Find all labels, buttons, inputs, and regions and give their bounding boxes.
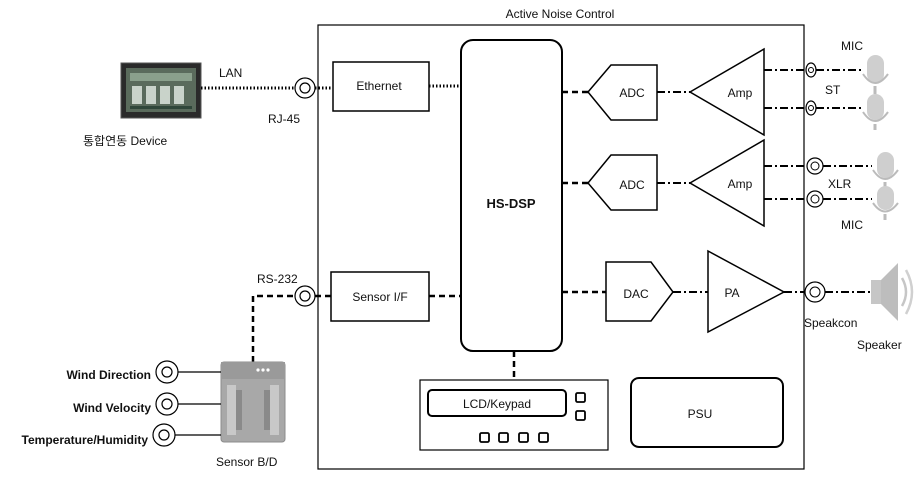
wind-velocity-connector-icon bbox=[155, 392, 179, 416]
pa-label: PA bbox=[724, 286, 739, 300]
sensor-bd-label: Sensor B/D bbox=[216, 455, 278, 469]
speakcon-label: Speakcon bbox=[804, 316, 857, 330]
keypad-button-side-2 bbox=[575, 410, 586, 421]
speaker-icon bbox=[871, 263, 914, 321]
adc1-label: ADC bbox=[619, 86, 645, 100]
hs-dsp-label: HS-DSP bbox=[486, 196, 535, 211]
amp1-label: Amp bbox=[728, 86, 753, 100]
mic-icon-1 bbox=[862, 55, 889, 94]
speakcon-connector-icon bbox=[804, 281, 826, 303]
rs232-connector-icon bbox=[294, 285, 316, 307]
amp2-label: Amp bbox=[728, 177, 753, 191]
sensor-if-block bbox=[330, 271, 430, 322]
anc-enclosure bbox=[317, 24, 805, 470]
mic-st-connector-1-icon bbox=[805, 62, 817, 78]
pa-block bbox=[707, 249, 786, 334]
wind-direction-connector-icon bbox=[155, 360, 179, 384]
lcd-keypad-label: LCD/Keypad bbox=[463, 397, 531, 411]
anc-title: Active Noise Control bbox=[506, 7, 615, 21]
xlr-label: XLR bbox=[828, 177, 852, 191]
keypad-button-1 bbox=[479, 432, 490, 443]
temp-humidity-label: Temperature/Humidity bbox=[22, 433, 149, 447]
rj45-connector-icon bbox=[294, 77, 316, 99]
mic-bottom-label: MIC bbox=[841, 218, 863, 232]
sensor-board-rs232-line bbox=[251, 294, 295, 362]
dac-block bbox=[605, 261, 674, 322]
dac-label: DAC bbox=[623, 287, 649, 301]
xlr-connector-2-icon bbox=[806, 190, 824, 208]
speaker-label: Speaker bbox=[857, 338, 902, 352]
hs-dsp-block bbox=[460, 39, 563, 352]
integrated-device-icon bbox=[120, 62, 202, 119]
rs232-label: RS-232 bbox=[257, 272, 298, 286]
rj45-label: RJ-45 bbox=[268, 112, 300, 126]
ethernet-label: Ethernet bbox=[356, 79, 402, 93]
mic-st-connector-2-icon bbox=[805, 100, 817, 116]
lcd-display bbox=[427, 389, 567, 417]
keypad-button-4 bbox=[538, 432, 549, 443]
keypad-button-side-1 bbox=[575, 392, 586, 403]
lan-label: LAN bbox=[219, 66, 242, 80]
amp1-block bbox=[688, 47, 765, 137]
mic-icon-4 bbox=[872, 186, 899, 220]
sensor-if-label: Sensor I/F bbox=[352, 290, 407, 304]
mic-top-label: MIC bbox=[841, 39, 863, 53]
psu-label: PSU bbox=[688, 407, 713, 421]
wind-direction-label: Wind Direction bbox=[66, 368, 151, 382]
keypad-button-3 bbox=[518, 432, 529, 443]
mic-icon-2 bbox=[862, 94, 889, 130]
wind-velocity-label: Wind Velocity bbox=[73, 401, 151, 415]
sensor-board-icon bbox=[220, 361, 286, 443]
temp-humidity-connector-icon bbox=[152, 423, 176, 447]
amp2-block bbox=[688, 138, 765, 228]
adc2-label: ADC bbox=[619, 178, 645, 192]
keypad-button-2 bbox=[498, 432, 509, 443]
xlr-connector-1-icon bbox=[806, 157, 824, 175]
st-label: ST bbox=[825, 83, 841, 97]
psu-block bbox=[630, 377, 784, 448]
mic-icon-3 bbox=[872, 152, 899, 188]
device-label: 통합연동 Device bbox=[83, 134, 168, 148]
